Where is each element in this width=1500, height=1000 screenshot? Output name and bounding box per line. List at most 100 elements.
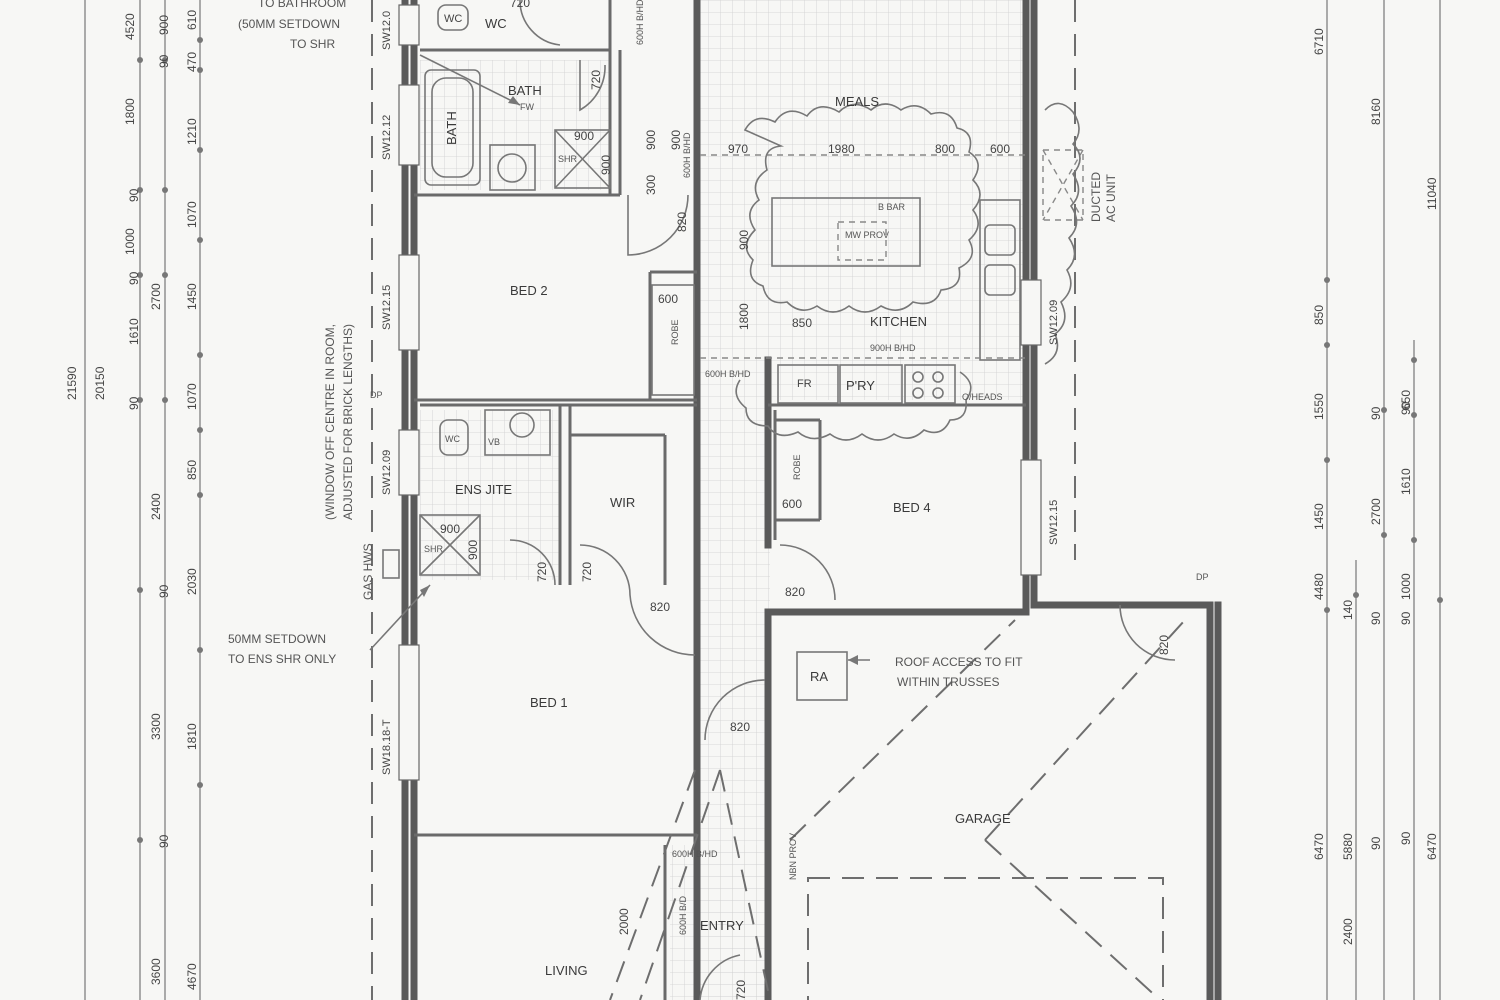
hdim-600bh: 600H B/HD [705, 369, 751, 379]
dim-2000: 2000 [617, 908, 631, 935]
right-dimension-strings: 6710 850 1550 1450 4480 140 6470 8160 90… [1312, 0, 1443, 1000]
ensuite-toilet-icon [439, 419, 469, 456]
overheads-label: O/HEADS [962, 392, 1003, 402]
window-note-1: (WINDOW OFF CENTRE IN ROOM, [323, 324, 337, 520]
right-dim-c2-2: 2700 [1369, 498, 1383, 525]
right-dim-c2-6: 2400 [1341, 918, 1355, 945]
right-dim-c2-5: 5880 [1341, 833, 1355, 860]
left-dim-overall-1: 21590 [65, 366, 79, 400]
cooktop-icon [904, 364, 956, 404]
dim-820-garage: 820 [1157, 635, 1171, 655]
fridge-icon [777, 364, 839, 404]
pantry-label: P'RY [846, 378, 875, 393]
right-dim-c1-6: 6470 [1312, 833, 1326, 860]
dim-900-v1: 900 [644, 130, 658, 150]
bathroom-tiles [420, 60, 610, 190]
kitchen-label: KITCHEN [870, 314, 927, 329]
bbar-label: B BAR [878, 202, 906, 212]
dim-1980: 1980 [828, 142, 855, 156]
fridge-label: FR [797, 378, 812, 390]
dim-1800-k: 1800 [737, 303, 751, 330]
dim-900-k: 900 [737, 230, 751, 250]
hdim-600top: 600H B/HD [635, 0, 645, 45]
left-dimension-strings: 21590 20150 4520 1800 1000 2700 2400 330… [65, 0, 203, 1000]
bathroom-note-2: (50MM SETDOWN [238, 17, 340, 31]
sink-icon [984, 224, 1016, 256]
left-dim-c3-9: 4670 [185, 963, 199, 990]
dim-900-b: 900 [599, 155, 613, 175]
left-dim-c3-1: 470 [185, 52, 199, 72]
fixtures [382, 4, 1084, 701]
right-dim-c3-0: 11040 [1425, 177, 1439, 210]
right-dim-c3-3: 1610 [1399, 468, 1413, 495]
bath-room-label: BATH [508, 83, 542, 98]
left-dim-c1-4: 2400 [149, 493, 163, 520]
gas-hws-icon [382, 549, 400, 579]
left-dim-c3-2: 1210 [185, 118, 199, 145]
window-label-top: SW12.0 [381, 11, 393, 50]
left-dim-c1-2: 1000 [123, 228, 137, 255]
left-dim-c3-7: 2030 [185, 568, 199, 595]
garage-dashed-lines [609, 619, 1186, 1000]
gas-hws-label: GAS HWS [361, 543, 375, 600]
dp-label-1: DP [370, 390, 383, 400]
dim-820-bed4: 820 [785, 585, 805, 599]
vb-label: VB [488, 437, 500, 447]
dim-820-bed1: 820 [650, 600, 670, 614]
left-dim-c3-4: 1450 [185, 283, 199, 310]
left-dim-c1-0: 4520 [123, 13, 137, 40]
ens-note-2: TO ENS SHR ONLY [228, 652, 336, 666]
left-dim-c1-3: 2700 [149, 283, 163, 310]
nbn-label: NBN PROV [788, 833, 798, 880]
dim-820-entry: 820 [730, 720, 750, 734]
bed4-label: BED 4 [893, 500, 931, 515]
window-note-2: ADJUSTED FOR BRICK LENGTHS) [341, 324, 355, 520]
window-labels: SW12.0 SW12.12 SW12.15 SW12.09 SW18.18-T… [381, 11, 1060, 775]
roof-access-hatch-icon [796, 651, 848, 701]
doors [509, 0, 1176, 1000]
shower-icon [554, 129, 611, 189]
island-bench-icon [771, 197, 921, 267]
right-dim-c2-1: 90 [1369, 406, 1383, 420]
internal-dimensions: 720 720 900 900 900 900 600 820 720 720 … [440, 0, 1171, 1000]
dim-720-wc: 720 [589, 70, 603, 90]
wc-top-label: WC [485, 16, 507, 31]
hdim-600bh2: 600H B/HD [672, 849, 718, 859]
left-dim-c2-5: 90 [127, 396, 141, 410]
robe-bed2-icon [651, 284, 695, 396]
left-dim-c1-1: 1800 [123, 98, 137, 125]
bed2-label: BED 2 [510, 283, 548, 298]
left-dim-c2-0: 900 [157, 15, 171, 35]
dim-600-k: 600 [990, 142, 1010, 156]
right-dim-c2-4: 90 [1369, 836, 1383, 850]
hdim-600d: 600H B/D [678, 895, 688, 935]
right-dim-c3-5: 90 [1399, 611, 1413, 625]
wc-small-label: WC [444, 13, 462, 25]
dim-850-k: 850 [792, 316, 812, 330]
hdim-900bh: 900H B/HD [870, 343, 916, 353]
right-dim-c1-4: 4480 [1312, 573, 1326, 600]
right-dim-c2-0: 8160 [1369, 98, 1383, 125]
toilet-icon [437, 4, 469, 31]
wc-ens-label: WC [445, 434, 460, 444]
window-label-kitchen: SW12.09 [1048, 300, 1060, 345]
bathtub-label: BATH [444, 111, 459, 145]
dim-900-e1: 900 [440, 522, 460, 536]
fw-label: FW [520, 102, 534, 112]
right-dim-c1-1: 850 [1312, 305, 1326, 325]
revision-cloud [735, 102, 1081, 441]
right-dim-c3-1: 650 [1399, 390, 1413, 410]
left-dim-c3-0: 610 [185, 10, 199, 30]
window-label-bath: SW12.12 [381, 115, 393, 160]
internal-walls [414, 0, 1030, 1000]
dim-900-e2: 900 [466, 540, 480, 560]
dim-900-a: 900 [574, 129, 594, 143]
dim-720-liv: 720 [734, 980, 748, 1000]
left-dim-c2-6: 90 [157, 584, 171, 598]
left-dim-c3-6: 850 [185, 460, 199, 480]
pantry-icon [839, 364, 903, 404]
shr-ens-label: SHR [424, 544, 444, 554]
robe-bed2-label: ROBE [670, 319, 680, 345]
right-dim-c1-2: 1550 [1312, 393, 1326, 420]
